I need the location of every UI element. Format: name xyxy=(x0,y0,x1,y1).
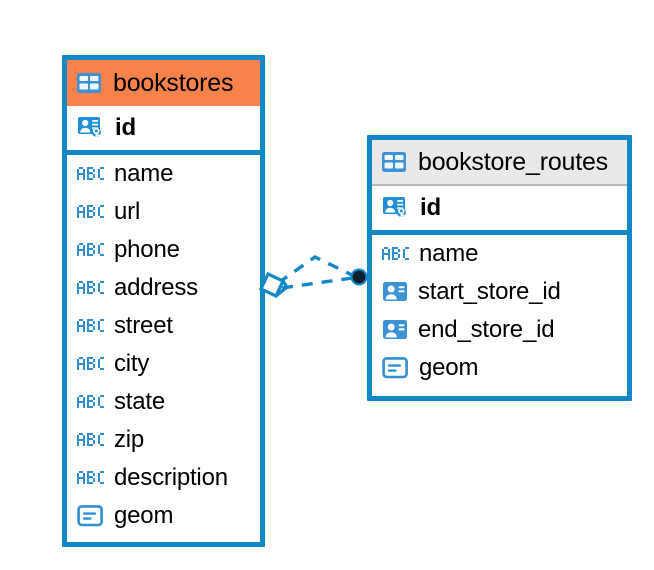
field-label-bookstore-routes-name: name xyxy=(419,240,479,267)
relationship-line-lower xyxy=(281,276,353,290)
filled-circle-marker[interactable] xyxy=(350,268,368,286)
abc-text-icon xyxy=(77,470,104,486)
foreign-key-icon xyxy=(382,318,408,342)
field-list-bookstores: name url phone address street city state zip des… xyxy=(67,155,260,535)
abc-text-icon xyxy=(77,204,104,220)
field-row-bookstores-zip[interactable]: zip xyxy=(67,421,260,459)
abc-text-icon xyxy=(77,166,104,182)
entity-bookstores-header[interactable]: bookstores xyxy=(67,60,260,106)
abc-text-icon xyxy=(77,318,104,334)
field-label-bookstores-zip: zip xyxy=(114,426,145,453)
field-label-bookstores-state: state xyxy=(114,388,166,415)
field-label-bookstores-phone: phone xyxy=(114,236,180,263)
primary-key-divider xyxy=(372,230,627,235)
entity-bookstore-routes-title: bookstore_routes xyxy=(418,147,608,176)
abc-text-icon xyxy=(77,242,104,258)
field-label-bookstores-address: address xyxy=(114,274,198,301)
field-label-bookstores-geom: geom xyxy=(114,502,174,529)
geometry-icon xyxy=(77,504,104,528)
field-row-bookstore-routes-id[interactable]: id xyxy=(372,186,627,230)
field-row-bookstores-address[interactable]: address xyxy=(67,269,260,307)
field-row-bookstore-routes-end_store_id[interactable]: end_store_id xyxy=(372,311,627,349)
field-row-bookstores-description[interactable]: description xyxy=(67,459,260,497)
entity-bookstores[interactable]: bookstores id xyxy=(62,55,265,547)
field-label-bookstore-routes-id: id xyxy=(420,194,441,221)
field-label-bookstores-description: description xyxy=(114,464,228,491)
field-row-bookstores-name[interactable]: name xyxy=(67,155,260,193)
table-icon xyxy=(381,149,407,175)
field-row-bookstores-phone[interactable]: phone xyxy=(67,231,260,269)
field-row-bookstores-url[interactable]: url xyxy=(67,193,260,231)
abc-text-icon xyxy=(77,394,104,410)
foreign-key-icon xyxy=(382,280,408,304)
field-row-bookstores-city[interactable]: city xyxy=(67,345,260,383)
field-label-bookstore-routes-start_store_id: start_store_id xyxy=(418,278,561,305)
field-row-bookstore-routes-geom[interactable]: geom xyxy=(372,349,627,387)
field-row-bookstores-geom[interactable]: geom xyxy=(67,497,260,535)
field-label-bookstores-name: name xyxy=(114,160,174,187)
field-row-bookstores-id[interactable]: id xyxy=(67,106,260,150)
relationship-line-upper xyxy=(277,255,353,285)
abc-text-icon xyxy=(382,246,409,262)
abc-text-icon xyxy=(77,280,104,296)
field-label-bookstores-city: city xyxy=(114,350,150,377)
entity-bookstore-routes-header[interactable]: bookstore_routes xyxy=(372,140,627,186)
field-row-bookstore-routes-name[interactable]: name xyxy=(372,235,627,273)
field-row-bookstores-street[interactable]: street xyxy=(67,307,260,345)
field-row-bookstore-routes-start_store_id[interactable]: start_store_id xyxy=(372,273,627,311)
primary-key-icon xyxy=(382,195,410,221)
table-icon xyxy=(76,70,102,96)
geometry-icon xyxy=(382,356,409,380)
field-label-bookstore-routes-end_store_id: end_store_id xyxy=(418,316,555,343)
field-label-bookstores-id: id xyxy=(115,114,136,141)
abc-text-icon xyxy=(77,356,104,372)
abc-text-icon xyxy=(77,432,104,448)
entity-bookstore-routes[interactable]: bookstore_routes id xyxy=(367,135,632,401)
field-row-bookstores-state[interactable]: state xyxy=(67,383,260,421)
primary-key-icon xyxy=(77,115,105,141)
field-label-bookstores-street: street xyxy=(114,312,173,339)
primary-key-divider xyxy=(67,150,260,155)
entity-bookstores-title: bookstores xyxy=(113,68,234,97)
field-label-bookstores-url: url xyxy=(114,198,141,225)
field-label-bookstore-routes-geom: geom xyxy=(419,354,479,381)
